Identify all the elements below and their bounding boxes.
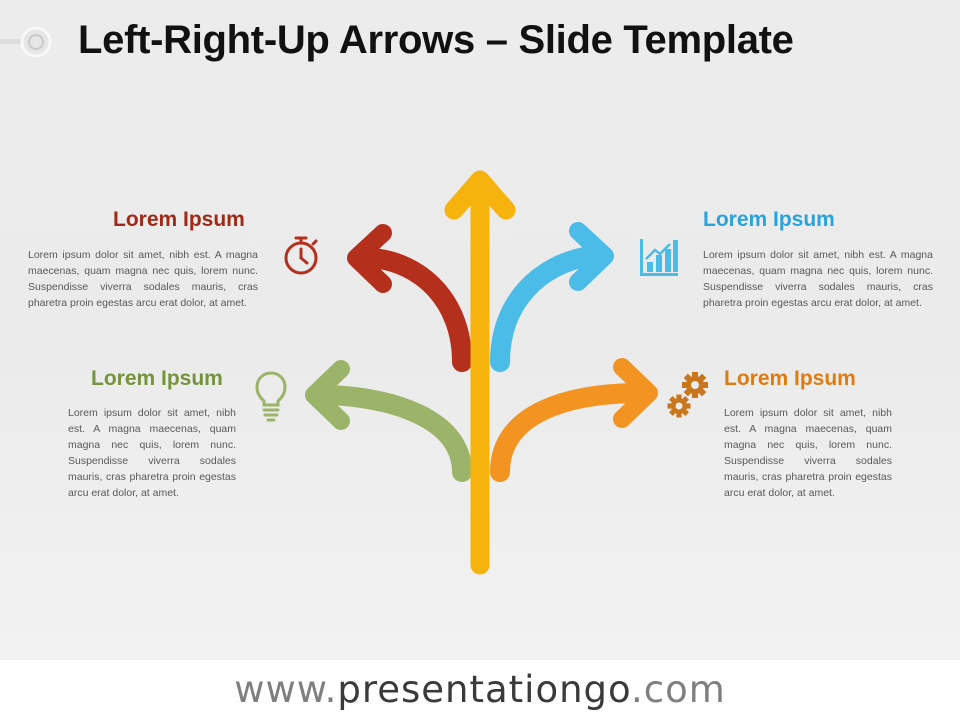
block-heading-bottom-right: Lorem Ipsum [724,367,856,390]
block-text-bottom-left: Lorem ipsum dolor sit amet, nibh est. A … [68,407,236,499]
yellow-arrow [444,170,516,575]
block-heading-bottom-left: Lorem Ipsum [91,367,223,390]
block-text-bottom-right: Lorem ipsum dolor sit amet, nibh est. A … [724,407,892,499]
footer-brand: presentationgo [337,668,632,711]
gears-icon [667,372,708,418]
footer-url[interactable]: www.presentationgo.com [0,660,960,720]
stopwatch-icon [284,236,318,275]
footer-suffix: .com [631,668,726,711]
block-text-top-left: Lorem ipsum dolor sit amet, nibh est. A … [28,249,258,309]
block-heading-top-right: Lorem Ipsum [703,208,835,231]
red-arrow [347,224,472,372]
footer-prefix: www. [234,668,338,711]
block-text-top-right: Lorem ipsum dolor sit amet, nibh est. A … [703,249,933,309]
bar-chart-icon [640,239,678,276]
pin-icon [0,26,52,58]
block-heading-top-left: Lorem Ipsum [113,208,245,231]
green-arrow [305,360,472,482]
lightbulb-icon [255,371,287,422]
arrows-diagram [305,170,658,575]
blue-arrow [490,222,614,372]
title-bar: Left-Right-Up Arrows – Slide Template [0,0,960,88]
page-title: Left-Right-Up Arrows – Slide Template [78,18,794,62]
orange-arrow [490,358,658,482]
